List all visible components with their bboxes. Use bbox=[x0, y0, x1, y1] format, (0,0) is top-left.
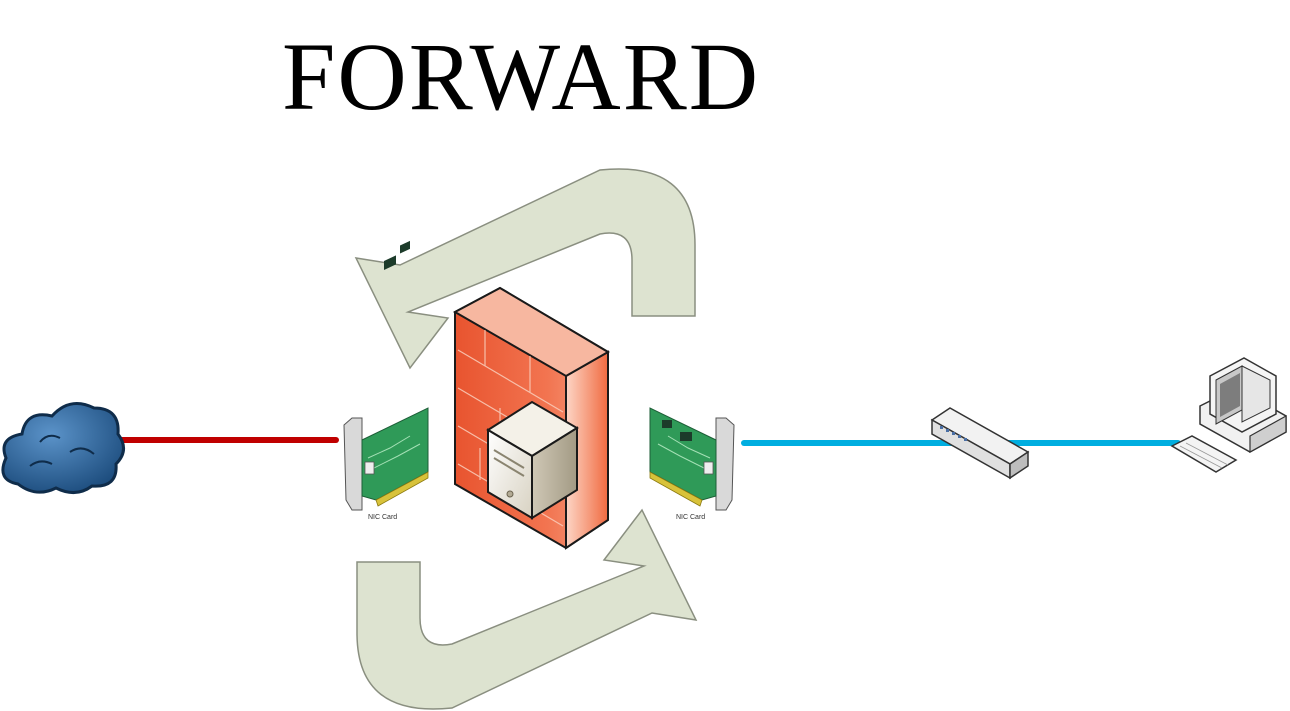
workstation-icon bbox=[1170, 357, 1287, 473]
switch-icon bbox=[930, 407, 1030, 480]
forward-arrow-top bbox=[354, 168, 696, 370]
nic-card-left: NIC Card bbox=[343, 240, 429, 521]
nic-card-icon bbox=[649, 407, 735, 511]
cloud-icon bbox=[1, 402, 125, 494]
nic-label-left: NIC Card bbox=[368, 514, 397, 521]
forward-arrow-bottom bbox=[356, 508, 698, 710]
nic-label-right: NIC Card bbox=[676, 514, 705, 521]
firewall-server-icon bbox=[452, 286, 610, 550]
diagram-title: FORWARD bbox=[282, 23, 761, 130]
nic-card-icon bbox=[343, 240, 429, 511]
nic-card-right: NIC Card bbox=[649, 407, 735, 521]
